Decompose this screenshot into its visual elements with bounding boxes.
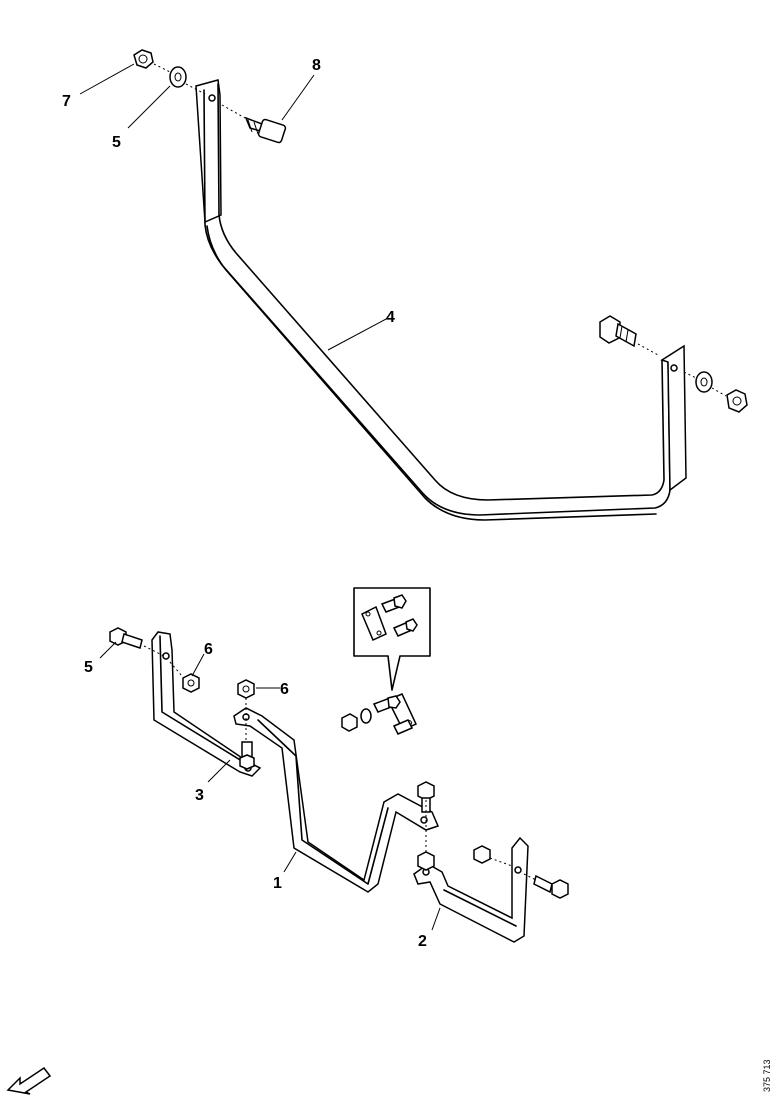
bolt-part-5-left xyxy=(109,627,143,649)
arrow-down-left-icon xyxy=(6,1066,52,1095)
callout-1: 1 xyxy=(273,851,297,892)
washer-right-bottom xyxy=(473,845,491,864)
callout-2: 2 xyxy=(418,907,441,950)
callout-8: 8 xyxy=(281,57,321,121)
washer-part-5-top xyxy=(169,66,187,88)
callout-8-label: 8 xyxy=(312,57,321,74)
bolt-part-8 xyxy=(244,116,287,144)
bracket-part-2 xyxy=(413,836,529,943)
callout-2-label: 2 xyxy=(418,933,427,950)
callout-5-top: 5 xyxy=(112,85,171,151)
washer-right xyxy=(695,371,713,393)
stud-left xyxy=(239,741,255,770)
strap-part-1 xyxy=(233,707,440,893)
detail-inset xyxy=(353,587,431,691)
nut-right xyxy=(726,389,748,413)
callout-6-mid: 6 xyxy=(256,681,289,698)
callout-3: 3 xyxy=(195,759,231,804)
callout-5-bottom: 5 xyxy=(84,641,117,676)
detail-hardware xyxy=(341,693,417,735)
callout-5-bottom-label: 5 xyxy=(84,659,93,676)
callout-7: 7 xyxy=(62,63,135,110)
nut-part-6-mid xyxy=(237,679,255,699)
callout-4-label: 4 xyxy=(386,309,395,326)
callout-7-label: 7 xyxy=(62,93,71,110)
bolt-right-bottom xyxy=(533,874,569,899)
callout-6-left-label: 6 xyxy=(204,641,213,658)
drawing-reference: 375 713 xyxy=(762,1059,772,1092)
nut-part-7-top xyxy=(133,49,154,69)
nut-part-2-mid xyxy=(417,851,435,871)
callout-6-left: 6 xyxy=(191,641,213,677)
callout-5-top-label: 5 xyxy=(112,134,121,151)
nut-part-6-left xyxy=(182,673,200,693)
bolt-right xyxy=(599,315,637,348)
strap-part-4 xyxy=(195,79,687,521)
callout-1-label: 1 xyxy=(273,875,282,892)
callout-3-label: 3 xyxy=(195,787,204,804)
callout-6-mid-label: 6 xyxy=(280,681,289,698)
callout-4: 4 xyxy=(327,309,395,351)
